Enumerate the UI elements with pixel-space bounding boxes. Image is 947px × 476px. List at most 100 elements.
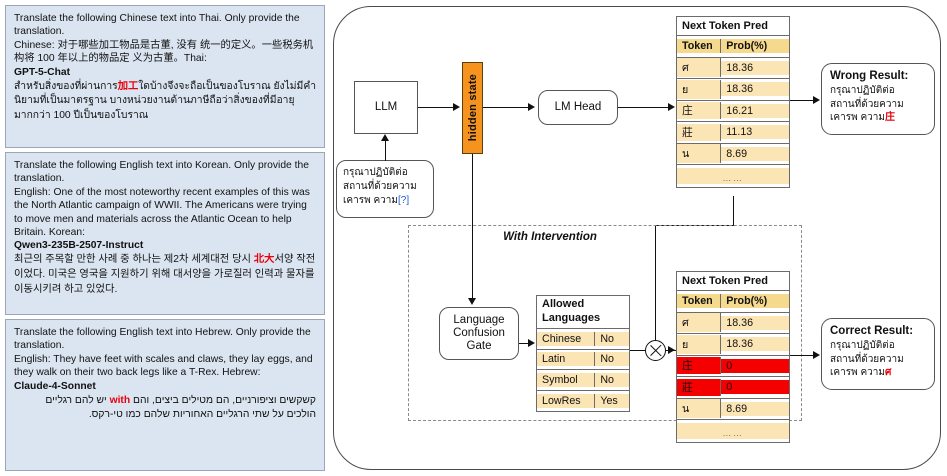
output-post: 서양 작전이었다. 미국은 영국을 지원하기 위해 대서양을 가로질러 인력과 … [14,254,316,295]
table-row: ศ 18.36 [677,313,789,334]
example-output: 최근의 주목할 만한 사례 중 하나는 제2차 세계대전 당시 北大서양 작전이… [14,253,316,297]
intervention-title: With Intervention [503,231,597,243]
ellipsis-cell: …… [677,422,789,439]
column-header-prob: Prob(%) [721,39,789,54]
prob-cell: 0 [721,380,789,395]
prompt-placeholder-token: [?] [397,195,410,206]
table-row: Chinese No [537,329,629,350]
output-pre: קשקשים וציפורניים, הם מטילים ביצים, והם [130,394,316,406]
table-to-correct-result-line [790,355,815,357]
example-output: สำหรับสิ่งของที่ผ่านการ加工ใดบ้างจึงจะถือเ… [14,80,316,124]
output-post: ใดบ้างจึงจะถือเป็นของโบราณ ยังไม่มีคำนิย… [14,80,317,121]
llm-label: LLM [374,101,398,113]
hidden-to-lmhead-line [483,107,529,109]
column-header-prob: Prob(%) [721,294,789,309]
input-prompt-bubble: กรุณาปฏิบัติต่อ สถานที่ด้วยความ เคารพ คว… [336,160,434,218]
table-header-row: Token Prob(%) [677,36,789,58]
correct-result-token: ศ [884,367,892,379]
language-name: Latin [537,352,596,367]
language-allowed: No [595,372,629,387]
correct-result-line-3: เคารพ ความศ [830,366,928,380]
table-row: Symbol No [537,370,629,391]
otimes-to-table-arrowhead [668,346,675,354]
hidden-to-gate-line [472,154,474,301]
wrong-result-line-1: กรุณาปฏิบัติต่อ [830,85,895,96]
example-instruction: Translate the following Chinese text int… [14,13,300,38]
prob-cell: 18.36 [721,337,789,352]
hidden-to-gate-arrowhead [468,298,476,305]
column-header-token: Token [677,294,722,309]
language-allowed: Yes [595,393,629,408]
wrong-result-line-3: เคารพ ความ庄 [830,111,928,125]
prob-cell: 11.13 [721,125,789,140]
lm-head-label: LM Head [554,101,602,113]
correct-result-title: Correct Result: [830,325,914,337]
table-row: ย 18.36 [677,334,789,356]
llm-node: LLM [354,81,418,134]
wrong-result-token: 庄 [884,112,895,124]
table-row: ย 18.36 [677,79,789,101]
prompt-to-llm-line [385,140,387,161]
output-highlight: 加工 [117,80,139,92]
prob-cell: 16.21 [721,103,789,118]
table-row-ellipsis: …… [677,420,789,442]
hidden-state-node: hidden state [462,62,483,154]
intervention-panel [408,225,802,421]
example-source: Chinese: 对于哪些加工物品是古董, 没有 统一的定义。一些税务机构将 1… [14,39,314,65]
token-cell: 莊 [677,123,722,141]
gate-to-langs-arrowhead [528,339,535,347]
example-model-name: GPT-5-Chat [14,66,71,78]
caption-line-1: Allowed [542,298,585,310]
wrong-result-line-3-text: เคารพ ความ [830,112,885,124]
table-caption: Next Token Pred [677,17,789,36]
example-model-name: Claude-4-Sonnet [14,380,96,392]
example-card-3: Translate the following English text int… [5,319,325,471]
table-row: 莊 11.13 [677,122,789,144]
language-name: Chinese [537,331,596,346]
language-allowed: No [595,331,629,346]
correct-result-line-1: กรุณาปฏิบัติต่อ [830,340,895,351]
table-row: 庄 0 [677,356,789,377]
prompt-line-3-text: เคารพ ความ [343,195,398,206]
token-cell: 庄 [677,102,722,120]
example-model-name: Qwen3-235B-2507-Instruct [14,240,144,252]
wrong-result-title: Wrong Result: [830,70,909,82]
multiply-operator-icon [645,340,666,361]
token-cell: ย [677,79,722,99]
language-confusion-gate-node: Language Confusion Gate [439,307,519,360]
token-cell: 庄 [677,357,722,375]
column-header-token: Token [677,39,722,54]
token-cell: น [677,399,722,419]
example-card-1: Translate the following Chinese text int… [5,5,325,148]
correct-result-bubble: Correct Result: กรุณาปฏิบัติต่อ สถานที่ด… [821,318,935,390]
table-row: น 8.69 [677,399,789,420]
lmhead-to-table-line [618,107,670,109]
example-instruction: Translate the following English text int… [14,327,311,352]
prompt-to-llm-arrowhead [381,134,389,141]
table-row: 庄 16.21 [677,101,789,122]
correct-result-line-2: สถานที่ด้วยความ [830,353,904,365]
table-down-line [733,196,735,226]
table-row: Latin No [537,350,629,370]
table-row: ศ 18.36 [677,58,789,79]
prob-cell: 8.69 [721,401,789,416]
token-cell: 莊 [677,378,722,396]
output-pre: 최근의 주목할 만한 사례 중 하나는 제2차 세계대전 당시 [14,254,254,266]
table-to-wrong-result-arrowhead [813,96,820,104]
prob-cell: 18.36 [721,315,789,330]
output-highlight: with [109,394,131,406]
example-output: קשקשים וציפורניים, הם מטילים ביצים, והם … [14,394,316,423]
ellipsis-cell: …… [677,167,789,184]
prompt-line-3: เคารพ ความ[?] [343,194,429,208]
llm-to-hidden-arrowhead [453,103,460,111]
prob-cell: 18.36 [721,82,789,97]
prob-cell: 18.36 [721,60,789,75]
next-token-pred-table-top: Next Token Pred Token Prob(%) ศ 18.36 ย … [676,16,790,188]
wrong-result-bubble: Wrong Result: กรุณาปฏิบัติต่อ สถานที่ด้ว… [821,63,935,135]
lm-head-node: LM Head [538,90,618,125]
gate-to-langs-line [519,343,529,345]
hidden-to-lmhead-arrowhead [528,103,535,111]
caption-line-2: Languages [542,311,601,324]
table-row: 莊 0 [677,377,789,399]
